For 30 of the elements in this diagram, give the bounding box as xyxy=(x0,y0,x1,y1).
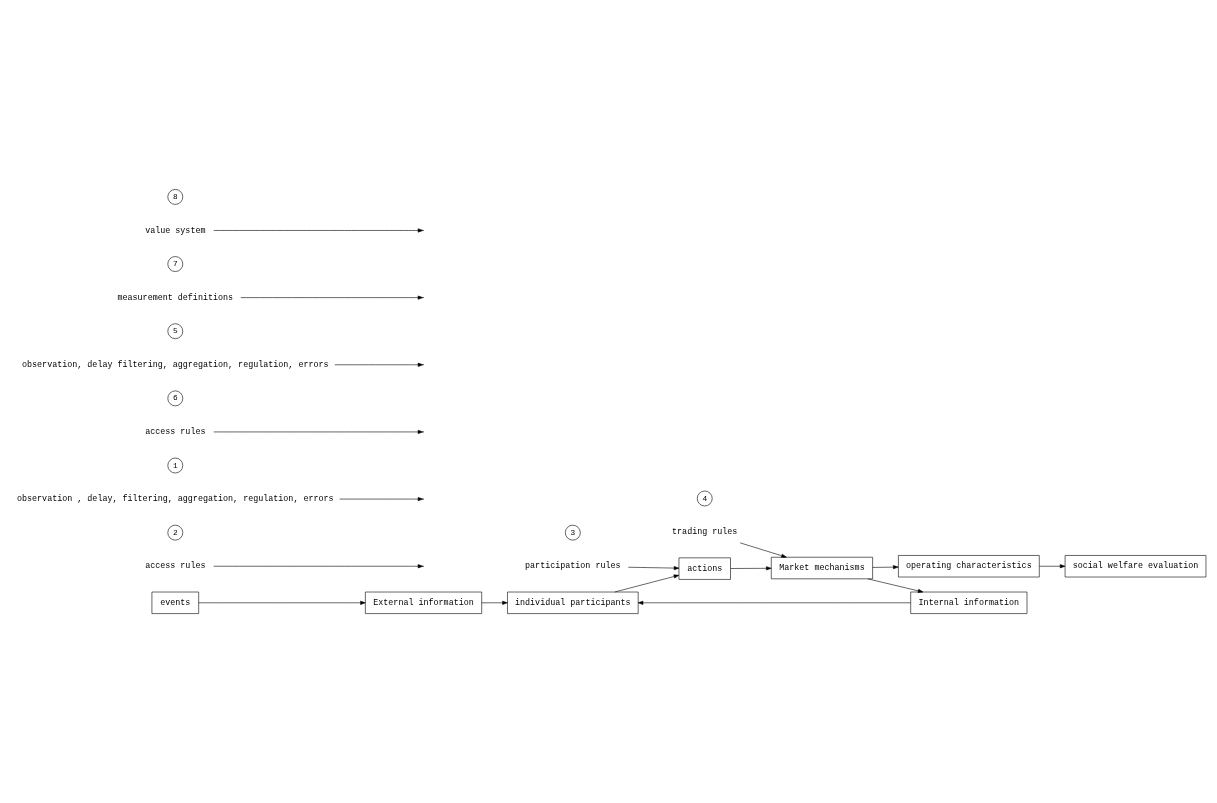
node-text: access rules xyxy=(145,427,206,438)
node-text: participation rules xyxy=(525,561,621,572)
arrow xyxy=(730,566,772,571)
arrow xyxy=(739,542,787,558)
node-text: observation , delay, filtering, aggregation, regulation, errors xyxy=(16,494,334,505)
node-text: trading rules xyxy=(672,527,738,538)
arrow xyxy=(1039,564,1066,569)
arrow xyxy=(334,362,424,367)
node-text: measurement definitions xyxy=(117,292,234,303)
arrow xyxy=(213,564,424,569)
arrow xyxy=(614,574,680,593)
arrow xyxy=(628,566,680,571)
node-box: actions xyxy=(678,557,731,580)
arrow xyxy=(481,600,508,605)
arrow xyxy=(213,429,424,434)
node-box: Internal information xyxy=(910,591,1028,614)
node-box: operating characteristics xyxy=(898,555,1040,578)
arrow xyxy=(198,600,366,605)
node-box: Market mechanisms xyxy=(771,556,873,580)
node-box: individual participants xyxy=(507,591,639,614)
node-box: External information xyxy=(365,591,482,614)
node-box: events xyxy=(151,591,199,614)
arrow xyxy=(867,578,924,593)
arrow xyxy=(637,600,911,605)
arrow xyxy=(339,497,424,502)
arrow xyxy=(872,565,899,570)
node-text: access rules xyxy=(145,561,206,572)
node-box: social welfare evaluation xyxy=(1064,555,1207,578)
node-text: value system xyxy=(145,225,206,236)
node-text: observation, delay filtering, aggregation, regulation, errors xyxy=(22,359,329,370)
